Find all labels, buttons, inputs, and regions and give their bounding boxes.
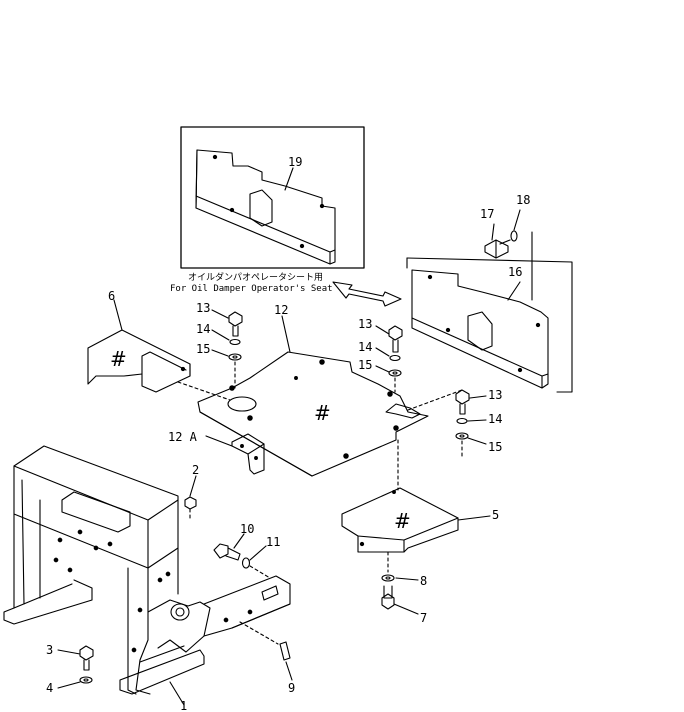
washer-18 (510, 230, 518, 242)
hash-mark-5: # (394, 509, 411, 533)
hash-mark-6: # (110, 347, 127, 371)
leader-15a (211, 349, 229, 357)
callout-13b: 13 (358, 317, 372, 331)
callout-8: 8 (420, 574, 427, 588)
callout-19: 19 (288, 155, 302, 169)
callout-11: 11 (266, 535, 280, 549)
inset-caption-en: For Oil Damper Operator's Seat (170, 284, 333, 294)
bolt-set-7-8 (381, 551, 395, 610)
leader-3 (57, 649, 81, 655)
callout-12: 12 (274, 303, 288, 317)
leader-13c (469, 395, 487, 399)
callout-6: 6 (108, 289, 115, 303)
callout-13c: 13 (488, 388, 502, 402)
part-19-cover (195, 149, 336, 265)
leader-4 (57, 681, 81, 689)
leader-15b (375, 365, 390, 373)
leader-12 (281, 315, 291, 353)
callout-12a: 12 A (168, 430, 198, 444)
callout-17: 17 (480, 207, 494, 221)
inset-box-oil-damper-seat (180, 126, 365, 269)
leader-1 (169, 681, 185, 706)
callout-15c: 15 (488, 440, 502, 454)
leader-17 (491, 223, 495, 241)
part-9-key (239, 621, 291, 661)
callout-7: 7 (420, 611, 427, 625)
callout-14a: 14 (196, 322, 210, 336)
bolt-2 (184, 496, 197, 521)
callout-14b: 14 (358, 340, 372, 354)
part-12-floor-plate (197, 351, 429, 477)
bolt-set-right-center (388, 325, 403, 393)
bolt-set-10-11 (213, 543, 271, 579)
callout-14c: 14 (488, 412, 502, 426)
part-5-cover (341, 487, 459, 553)
leader-5 (457, 515, 491, 521)
callout-10: 10 (240, 522, 254, 536)
callout-16: 16 (508, 265, 522, 279)
leader-9 (285, 661, 293, 681)
leader-13a (211, 309, 229, 319)
bolt-17 (484, 239, 511, 259)
callout-4: 4 (46, 681, 53, 695)
leader-12a (205, 435, 233, 447)
callout-9: 9 (288, 681, 295, 695)
leader-19 (284, 167, 294, 191)
part-1-seat-stand (3, 445, 291, 695)
leader-13b (375, 325, 390, 335)
leader-14c (467, 419, 487, 422)
inset-caption-jp: オイルダンパオペレータシート用 (188, 271, 323, 283)
leader-14b (375, 347, 390, 357)
double-arrow (332, 281, 402, 307)
leader-8 (395, 577, 419, 581)
leader-2 (189, 475, 197, 497)
bolt-set-far-right (455, 389, 470, 459)
callout-18: 18 (516, 193, 530, 207)
bolt-set-3-4 (79, 645, 94, 684)
callout-15a: 15 (196, 342, 210, 356)
leader-16 (507, 281, 521, 301)
callout-1: 1 (180, 699, 187, 712)
part-16-cover (411, 269, 549, 389)
hash-mark-12: # (314, 401, 331, 425)
callout-15b: 15 (358, 358, 372, 372)
leader-10 (233, 533, 245, 549)
callout-3: 3 (46, 643, 53, 657)
part-12a-bracket (231, 433, 265, 475)
callout-13a: 13 (196, 301, 210, 315)
part-16-group (406, 209, 573, 393)
part-6-cover (87, 329, 191, 393)
leader-14a (211, 329, 230, 341)
bolt-set-center (228, 311, 243, 389)
callout-2: 2 (192, 463, 199, 477)
leader-18 (513, 209, 521, 231)
callout-5: 5 (492, 508, 499, 522)
leader-15c (467, 437, 487, 445)
leader-6 (113, 299, 123, 331)
leader-11 (249, 545, 267, 561)
leader-7 (393, 603, 419, 615)
